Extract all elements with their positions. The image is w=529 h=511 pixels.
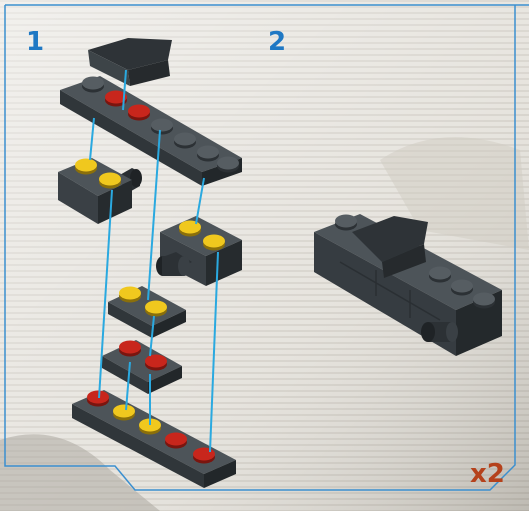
stud: [451, 279, 473, 296]
brick-with-peg-right: [156, 216, 242, 286]
stud-yellow: [119, 286, 141, 303]
assembly-guide-lines: [89, 69, 219, 453]
stud: [335, 214, 357, 231]
stud: [151, 118, 173, 135]
stud-red: [87, 390, 109, 407]
stud: [82, 76, 104, 93]
stud-yellow: [113, 404, 135, 421]
stud: [174, 132, 196, 149]
stud-yellow: [75, 158, 97, 175]
slope-brick-assembled: [352, 216, 428, 278]
stud-yellow: [145, 300, 167, 317]
stud-red: [105, 90, 127, 107]
page-frame: [4, 4, 529, 491]
stud: [217, 156, 239, 173]
stud-red: [145, 354, 167, 371]
quantity-multiplier: x2: [470, 459, 505, 489]
stud-red: [119, 340, 141, 357]
side-peg: [421, 322, 458, 342]
long-plate-top: [60, 76, 242, 186]
stud-yellow: [203, 234, 225, 251]
stud: [473, 292, 495, 309]
step2-assembled-model: [314, 214, 502, 356]
stud-yellow: [179, 220, 201, 237]
stud: [429, 266, 451, 283]
stud: [197, 145, 219, 162]
step-number-1: 1: [26, 27, 44, 57]
step-number-2: 2: [268, 27, 286, 57]
stud-yellow: [99, 172, 121, 189]
stud-red: [128, 104, 150, 121]
stud-red: [165, 432, 187, 449]
small-plate-red: [102, 340, 182, 394]
slope-brick: [88, 38, 172, 86]
long-plate-bottom: [72, 390, 236, 488]
step1-assembly-diagram: [58, 38, 242, 488]
stud-red: [193, 447, 215, 464]
brick-with-peg-left: [58, 158, 142, 224]
small-plate-yellow: [108, 286, 186, 338]
